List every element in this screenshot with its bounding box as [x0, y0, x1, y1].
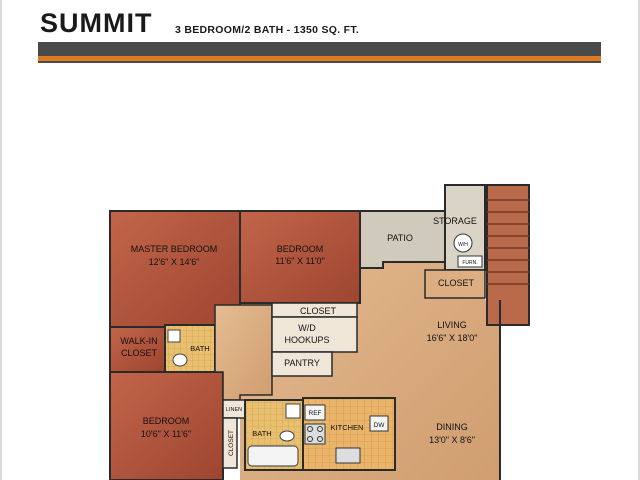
furnace-icon — [457, 255, 483, 268]
refrigerator-label: REF — [309, 410, 322, 417]
hall-bath — [244, 399, 306, 471]
bedroom-bottom — [109, 371, 224, 480]
stairs — [486, 184, 530, 326]
dishwasher-icon — [369, 415, 389, 432]
refrigerator-icon — [304, 404, 326, 421]
walk-in-closet-label-2: CLOSET — [121, 348, 158, 358]
hall-bath-label: BATH — [252, 429, 271, 438]
pantry-label: PANTRY — [284, 358, 320, 368]
living-size: 16'6" X 18'0" — [427, 333, 478, 343]
header-band-thin — [38, 61, 601, 63]
dining-name: DINING — [436, 422, 468, 432]
patio-label: PATIO — [387, 233, 413, 243]
stove-icon — [304, 423, 326, 445]
furnace-label: FURN. — [462, 260, 477, 266]
closet-vertical-label: CLOSET — [228, 430, 235, 456]
kitchen — [302, 397, 396, 471]
living-closet — [424, 269, 486, 299]
walk-in-closet-label-1: WALK-IN — [120, 336, 157, 346]
master-bath-label: BATH — [190, 344, 209, 353]
page-border-left — [0, 0, 2, 480]
toilet-icon — [279, 430, 295, 442]
page-border-right — [638, 0, 640, 480]
water-heater-icon — [453, 233, 473, 253]
bathtub-icon — [247, 445, 299, 467]
bedroom-bottom-size: 10'6" X 11'6" — [141, 429, 191, 439]
sink-icon — [285, 403, 301, 419]
storage-label: STORAGE — [433, 216, 477, 226]
kitchen-sink-icon — [335, 447, 361, 464]
wd-hookups-label-1: W/D — [298, 323, 316, 333]
bedroom-bottom-name: BEDROOM — [143, 416, 190, 426]
wd-hookups-label-2: HOOKUPS — [284, 335, 329, 345]
kitchen-label: KITCHEN — [331, 423, 364, 432]
master-bedroom-size: 12'6" X 14'6" — [149, 257, 200, 267]
master-bedroom-name: MASTER BEDROOM — [131, 244, 218, 254]
linen-label: LINEN — [226, 407, 242, 413]
toilet-icon — [172, 353, 188, 367]
header-band-orange — [38, 56, 601, 61]
bedroom-top-name: BEDROOM — [277, 244, 324, 254]
bedroom-top — [239, 210, 361, 304]
closet-block — [271, 302, 358, 377]
hallway — [214, 304, 273, 401]
header-band-dark — [38, 42, 601, 56]
living-name: LIVING — [437, 320, 467, 330]
closet-living-label: CLOSET — [438, 278, 475, 288]
plan-subtitle: 3 BEDROOM/2 BATH - 1350 SQ. FT. — [175, 24, 360, 36]
plan-title: SUMMIT — [40, 8, 153, 38]
dining-size: 13'0" X 8'6" — [429, 435, 475, 445]
storage — [444, 184, 486, 271]
bedroom-top-size: 11'6" X 11'0" — [275, 256, 325, 266]
closet-top-label: CLOSET — [300, 306, 337, 316]
dishwasher-label: DW — [374, 422, 386, 429]
sink-icon — [167, 329, 181, 343]
water-heater-label: W/H — [458, 242, 468, 248]
